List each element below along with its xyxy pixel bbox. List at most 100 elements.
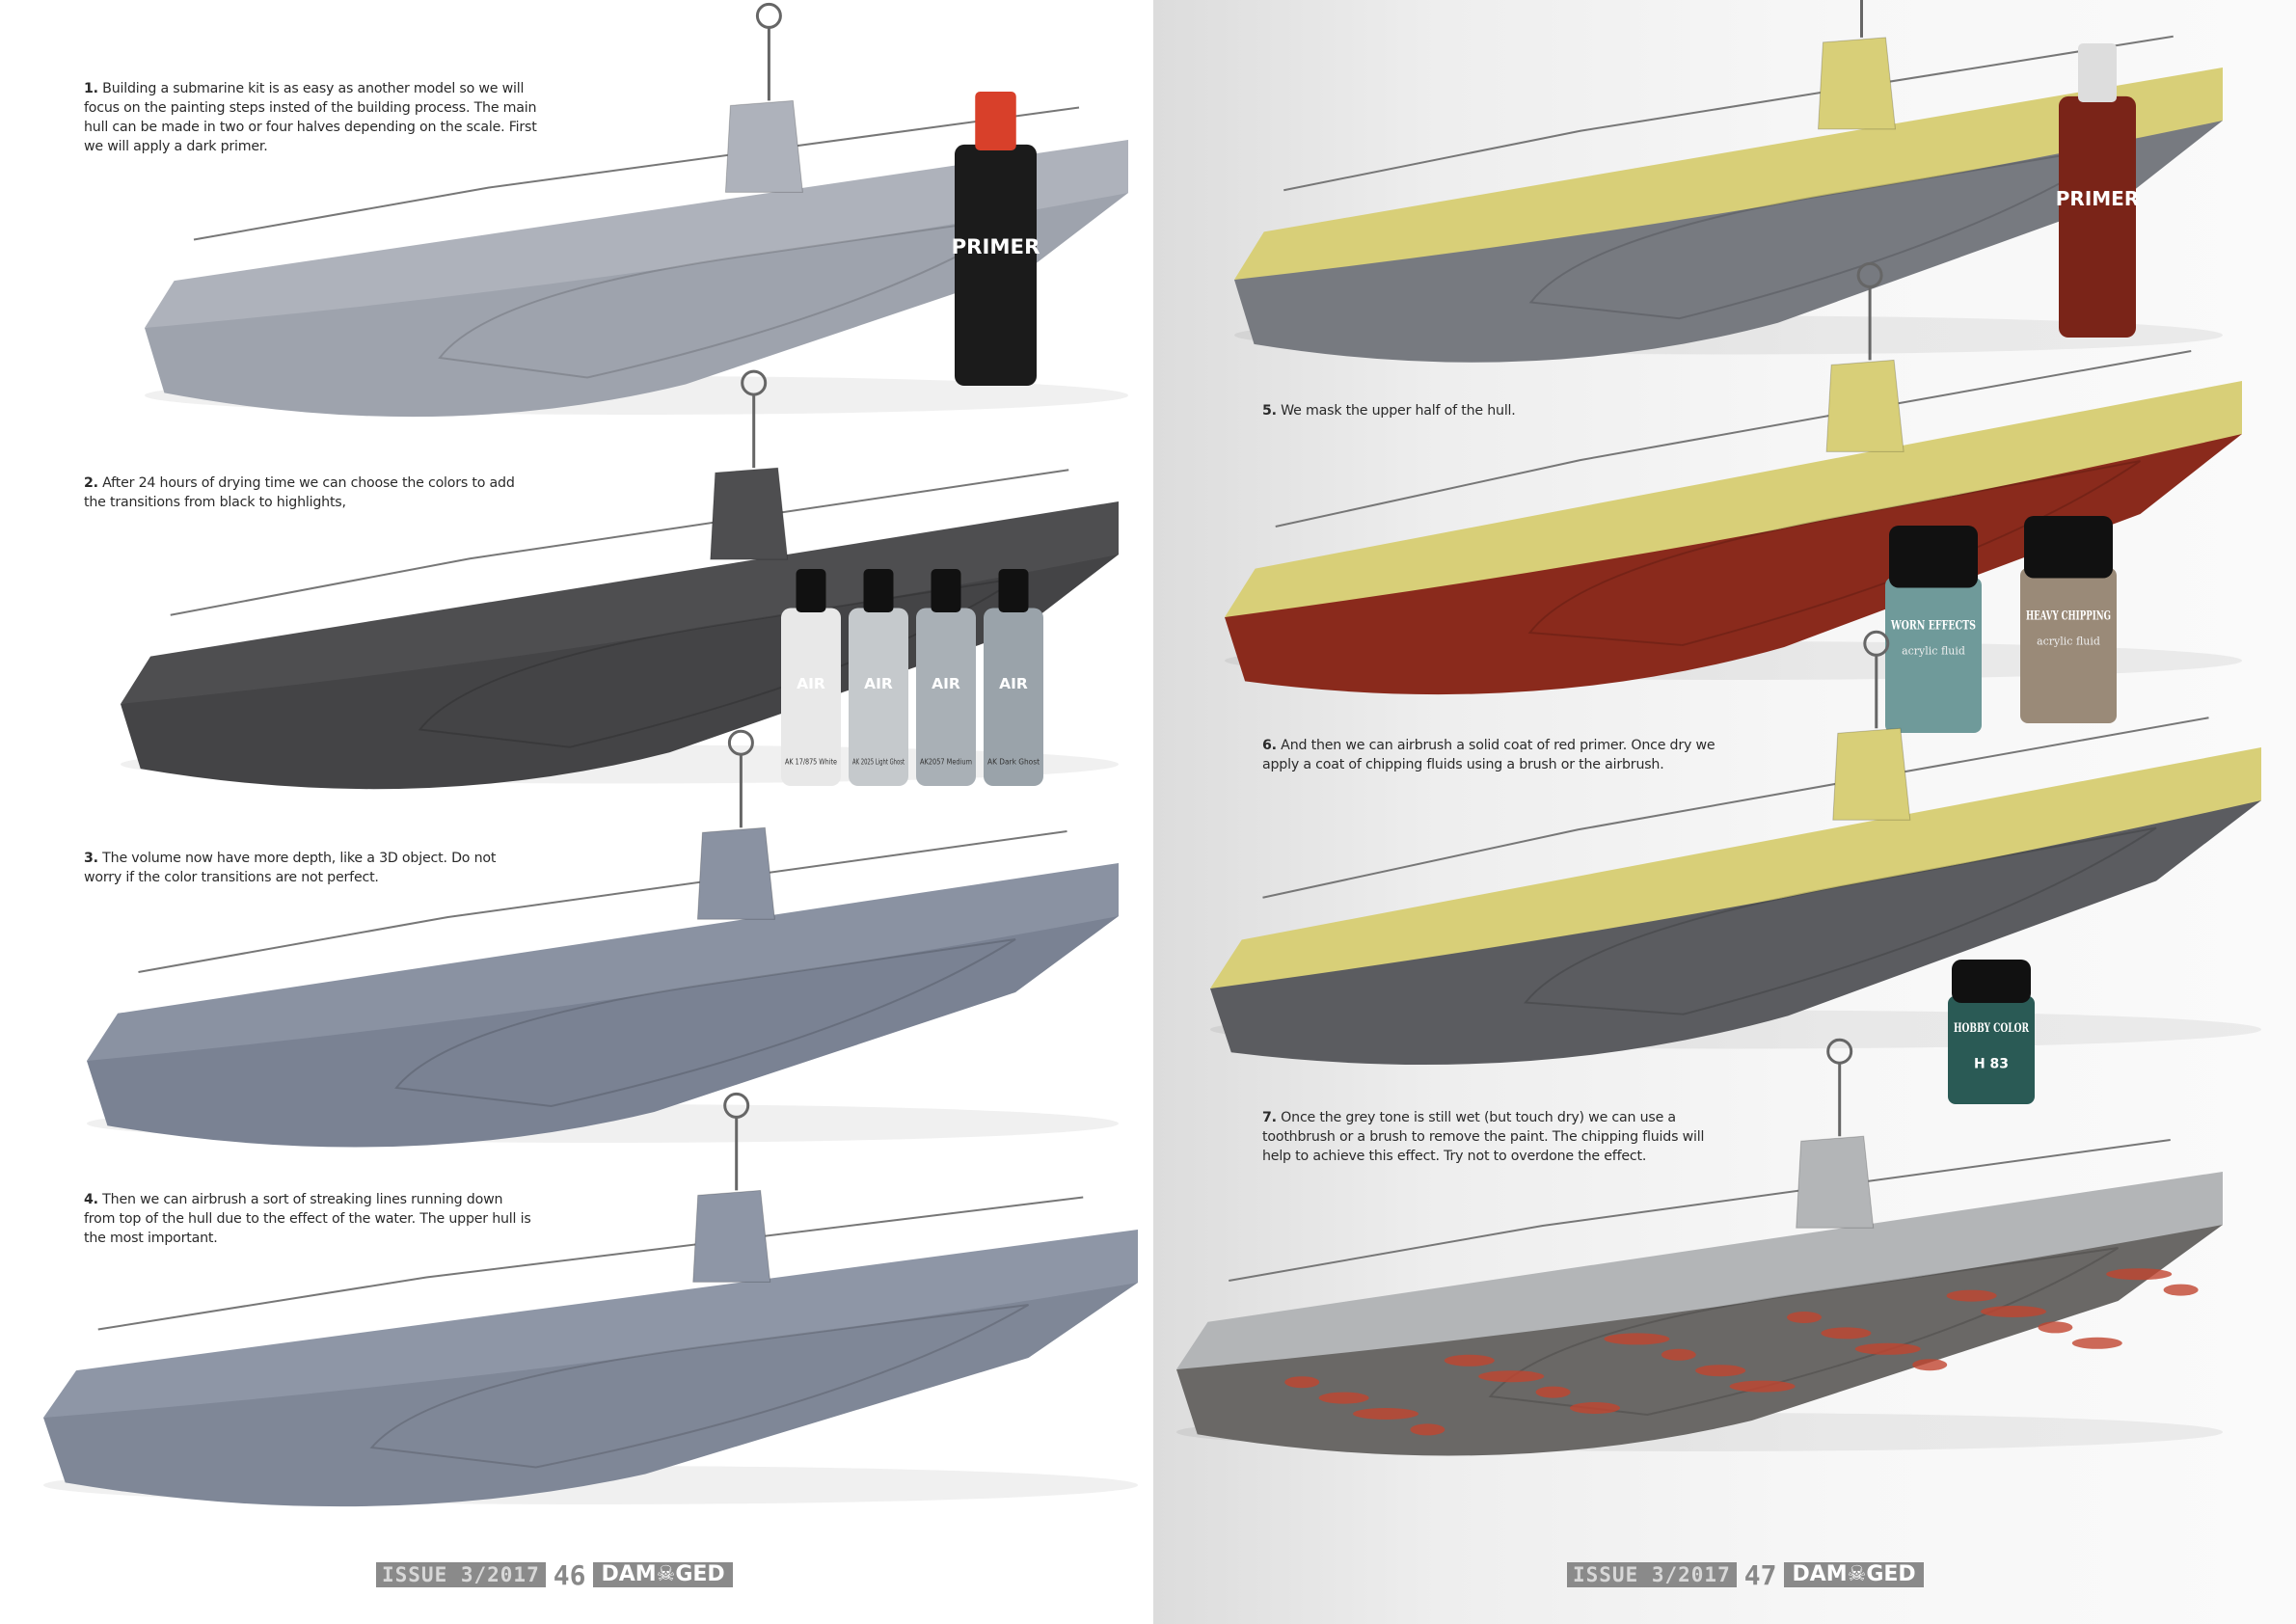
step-text: We mask the upper half of the hull. xyxy=(1276,403,1516,419)
step-number: 7. xyxy=(1262,1110,1277,1125)
paint-chip xyxy=(1410,1423,1445,1436)
step-text: Building a submarine kit is as easy as a… xyxy=(84,81,537,154)
conning-tower xyxy=(1825,359,1904,452)
primer-red-bottle: PRIMER xyxy=(2056,43,2139,338)
step-7-caption: 7. Once the grey tone is still wet (but … xyxy=(1262,1108,1715,1166)
air-paint-bottle: AIR AK Dark Ghost xyxy=(984,569,1043,786)
paint-chip xyxy=(2071,1337,2122,1349)
upper-hull xyxy=(43,1230,1138,1418)
bottle-body xyxy=(2059,95,2136,338)
jar-name-label: HEAVY CHIPPING xyxy=(2026,609,2111,624)
paint-chip xyxy=(1318,1392,1369,1404)
saddle-tank xyxy=(1524,826,2157,1015)
submarine-step-6 xyxy=(1225,261,2242,695)
paint-chip xyxy=(1912,1359,1948,1371)
step-text: The volume now have more depth, like a 3… xyxy=(84,851,497,885)
submarine-step-1 xyxy=(145,2,1128,418)
step-5-caption: 5. We mask the upper half of the hull. xyxy=(1262,401,1715,420)
paint-chip xyxy=(1444,1354,1495,1367)
deck-railing xyxy=(1262,717,2209,899)
upper-hull xyxy=(1234,68,2223,280)
conning-tower xyxy=(724,99,803,193)
paint-chip xyxy=(1604,1333,1670,1345)
upper-hull xyxy=(1176,1172,2223,1369)
page-number: 47 xyxy=(1743,1558,1777,1591)
primer-black-bottle: PRIMER xyxy=(952,92,1040,386)
heavy-chipping-jar: HEAVY CHIPPING acrylic fluid xyxy=(2020,516,2117,723)
step-number: 1. xyxy=(84,81,98,96)
jar-sub-label: acrylic fluid xyxy=(2037,635,2100,647)
footer-left: ISSUE 3/2017 46 DAM☠GED xyxy=(376,1558,733,1591)
upper-hull xyxy=(145,140,1128,328)
paint-chip xyxy=(1854,1342,1921,1355)
jar-name-label: HOBBY COLOR xyxy=(1954,1021,2029,1036)
step-number: 4. xyxy=(84,1192,98,1207)
step-text: After 24 hours of drying time we can cho… xyxy=(84,475,515,510)
step-1-caption: 1. Building a submarine kit is as easy a… xyxy=(84,79,537,156)
jar-sub-label: acrylic fluid xyxy=(1902,644,1965,657)
bottle-label: AIR xyxy=(999,675,1028,692)
paint-chip xyxy=(1787,1312,1822,1323)
bottle-label: PRIMER xyxy=(952,235,1040,259)
bottle-body xyxy=(984,608,1043,786)
issue-label: ISSUE 3/2017 xyxy=(376,1562,546,1587)
saddle-tank xyxy=(369,1304,1030,1469)
step-number: 3. xyxy=(84,851,98,866)
step-number: 5. xyxy=(1262,403,1277,419)
step-2-caption: 2. After 24 hours of drying time we can … xyxy=(84,474,537,512)
conning-tower xyxy=(1832,727,1911,821)
deck-railing xyxy=(1283,35,2174,192)
bottle-label: PRIMER xyxy=(2056,187,2139,210)
antenna-ring xyxy=(727,729,754,756)
magazine-logo: DAM☠GED xyxy=(1784,1562,1924,1587)
bottle-body xyxy=(849,608,908,786)
paint-chip xyxy=(2163,1284,2199,1296)
saddle-tank xyxy=(1527,460,2142,647)
bottle-label: AIR xyxy=(797,675,825,692)
paint-name-label: AK2057 Medium xyxy=(920,758,972,767)
paint-chip xyxy=(1981,1306,2046,1317)
jar-lid xyxy=(1889,526,1978,588)
page-number: 46 xyxy=(553,1558,586,1591)
antenna-ring xyxy=(755,2,782,29)
bottle-body xyxy=(955,144,1037,386)
bottle-cap xyxy=(796,569,826,612)
paint-chip xyxy=(1284,1376,1320,1389)
issue-label: ISSUE 3/2017 xyxy=(1567,1562,1737,1587)
submarine-step-6b xyxy=(1210,630,2261,1066)
upper-hull xyxy=(1210,747,2261,988)
paint-chip xyxy=(1946,1289,1997,1302)
jar-body xyxy=(1885,577,1982,733)
antenna-ring xyxy=(741,369,768,396)
paint-name-label: AK 2025 Light Ghost xyxy=(852,758,905,767)
deck-railing xyxy=(1275,350,2192,528)
conning-tower xyxy=(696,826,775,920)
paint-chip xyxy=(1695,1365,1746,1377)
step-text: Then we can airbrush a sort of streaking… xyxy=(84,1192,531,1246)
step-number: 2. xyxy=(84,475,98,491)
antenna-ring xyxy=(1826,1038,1853,1065)
submarine-step-4 xyxy=(43,1092,1138,1507)
jar-body xyxy=(2020,567,2117,723)
step-3-caption: 3. The volume now have more depth, like … xyxy=(84,849,537,887)
antenna-ring xyxy=(723,1092,750,1119)
deck-railing xyxy=(97,1196,1084,1331)
upper-hull xyxy=(121,501,1119,704)
deck-railing xyxy=(138,830,1067,973)
step-6-caption: 6. And then we can airbrush a solid coat… xyxy=(1262,736,1715,774)
upper-hull xyxy=(1225,381,2242,617)
saddle-tank xyxy=(394,938,1016,1108)
bottle-label: AIR xyxy=(864,675,893,692)
paint-chip xyxy=(1353,1408,1418,1420)
deck-railing xyxy=(193,106,1080,241)
saddle-tank xyxy=(1488,1247,2120,1417)
paint-name-label: AK Dark Ghost xyxy=(987,758,1040,767)
bottle-cap xyxy=(931,569,961,612)
step-text: Once the grey tone is still wet (but tou… xyxy=(1262,1110,1705,1164)
upper-hull xyxy=(87,863,1119,1061)
